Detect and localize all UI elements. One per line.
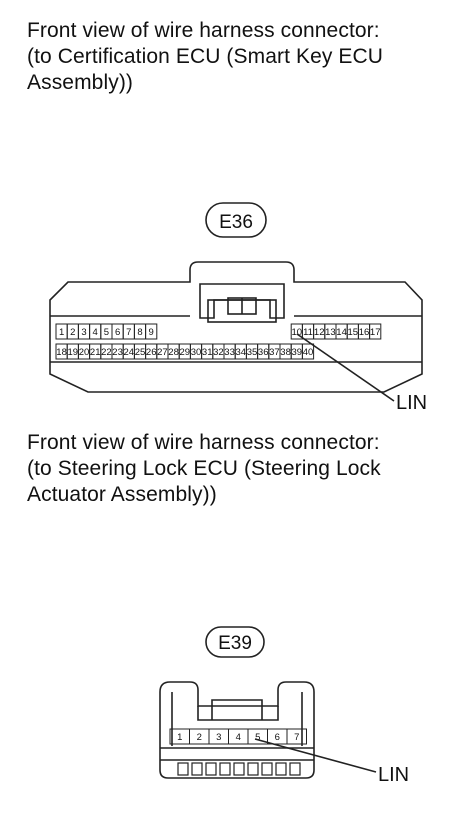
- pin-number: 31: [202, 347, 213, 358]
- connector-e39-caption: Front view of wire harness connector: (t…: [27, 430, 457, 508]
- pin-cell: [145, 323, 158, 340]
- pin-number: 14: [336, 327, 347, 338]
- terminal-window: [177, 762, 189, 776]
- connector-e39-code: E39: [218, 633, 252, 654]
- terminal-window: [289, 762, 301, 776]
- pin-number: 2: [70, 327, 75, 338]
- caption-line: Front view of wire harness connector:: [27, 19, 380, 42]
- connector-e36-lin-leader: [296, 333, 395, 402]
- pin-number: 36: [258, 347, 269, 358]
- pin-number: 3: [216, 732, 221, 743]
- caption-line: Assembly)): [27, 71, 134, 94]
- pin-number: 15: [348, 327, 359, 338]
- connector-e39-housing: [159, 681, 315, 779]
- pin-number: 27: [157, 347, 168, 358]
- pin-number: 4: [93, 327, 98, 338]
- connector-e39-pins: 1 2 3 4 5 6 7: [169, 728, 307, 745]
- pin-number: 40: [303, 347, 314, 358]
- pin-number: 21: [90, 347, 101, 358]
- pin-number: 20: [79, 347, 90, 358]
- connector-e39-latch-top: [211, 699, 263, 720]
- connector-e39-terminal-windows: [177, 762, 301, 776]
- terminal-window: [205, 762, 217, 776]
- pin-number: 9: [149, 327, 154, 338]
- caption-line: (to Steering Lock ECU (Steering Lock: [27, 457, 381, 480]
- terminal-window: [261, 762, 273, 776]
- pin-number: 37: [269, 347, 280, 358]
- connector-e36-code: E36: [219, 212, 253, 233]
- pin-number: 17: [370, 327, 381, 338]
- connector-e36-latch-body: [207, 299, 277, 323]
- pin-number: 13: [325, 327, 336, 338]
- pin-number: 23: [112, 347, 123, 358]
- connector-e36-code-badge: [205, 202, 267, 238]
- pin-number: 12: [314, 327, 325, 338]
- terminal-window: [275, 762, 287, 776]
- pin-number: 5: [104, 327, 109, 338]
- connector-e39-lin-leader: [254, 738, 377, 773]
- terminal-window: [247, 762, 259, 776]
- pin-number: 38: [280, 347, 291, 358]
- pin-number: 32: [213, 347, 224, 358]
- pin-number: 3: [81, 327, 86, 338]
- connector-e39: [159, 626, 315, 779]
- pin-number: 39: [292, 347, 303, 358]
- connector-e39-code-badge: [205, 626, 265, 658]
- pin-number: 16: [359, 327, 370, 338]
- pin-number: 10: [292, 327, 303, 338]
- connector-e36-housing: [49, 261, 423, 393]
- connector-e39-lin-label: LIN: [378, 764, 409, 786]
- caption-line: Actuator Assembly)): [27, 483, 217, 506]
- connector-e36-caption: Front view of wire harness connector: (t…: [27, 18, 457, 96]
- pin-number: 11: [303, 327, 313, 338]
- connector-e39-latch: [197, 706, 279, 721]
- pin-number: 6: [275, 732, 280, 743]
- pin-cell: [369, 323, 382, 340]
- pin-number: 34: [236, 347, 247, 358]
- pin-number: 1: [177, 732, 182, 743]
- pin-number: 7: [294, 732, 299, 743]
- pin-number: 18: [56, 347, 67, 358]
- caption-line: (to Certification ECU (Smart Key ECU: [27, 45, 384, 68]
- pin-number: 33: [224, 347, 235, 358]
- caption-line: Front view of wire harness connector:: [27, 431, 380, 454]
- pin-number: 26: [146, 347, 157, 358]
- pin-number: 5: [255, 732, 260, 743]
- pin-number: 24: [124, 347, 135, 358]
- pin-number: 1: [59, 327, 64, 338]
- terminal-window: [191, 762, 203, 776]
- pin-number: 6: [115, 327, 120, 338]
- pin-number: 35: [247, 347, 258, 358]
- pin-number: 2: [197, 732, 202, 743]
- connector-e36: [49, 202, 423, 393]
- pin-cell: [286, 728, 307, 745]
- connector-e36-lin-label: LIN: [396, 392, 427, 414]
- pin-number: 25: [135, 347, 146, 358]
- pin-number: 28: [168, 347, 179, 358]
- pin-number: 30: [191, 347, 202, 358]
- pin-number: 19: [68, 347, 79, 358]
- terminal-window: [233, 762, 245, 776]
- pin-number: 22: [101, 347, 112, 358]
- pin-number: 4: [236, 732, 241, 743]
- pin-number: 29: [180, 347, 191, 358]
- pin-number: 8: [137, 327, 142, 338]
- pin-number: 7: [126, 327, 131, 338]
- terminal-window: [219, 762, 231, 776]
- pin-cell: [301, 343, 315, 360]
